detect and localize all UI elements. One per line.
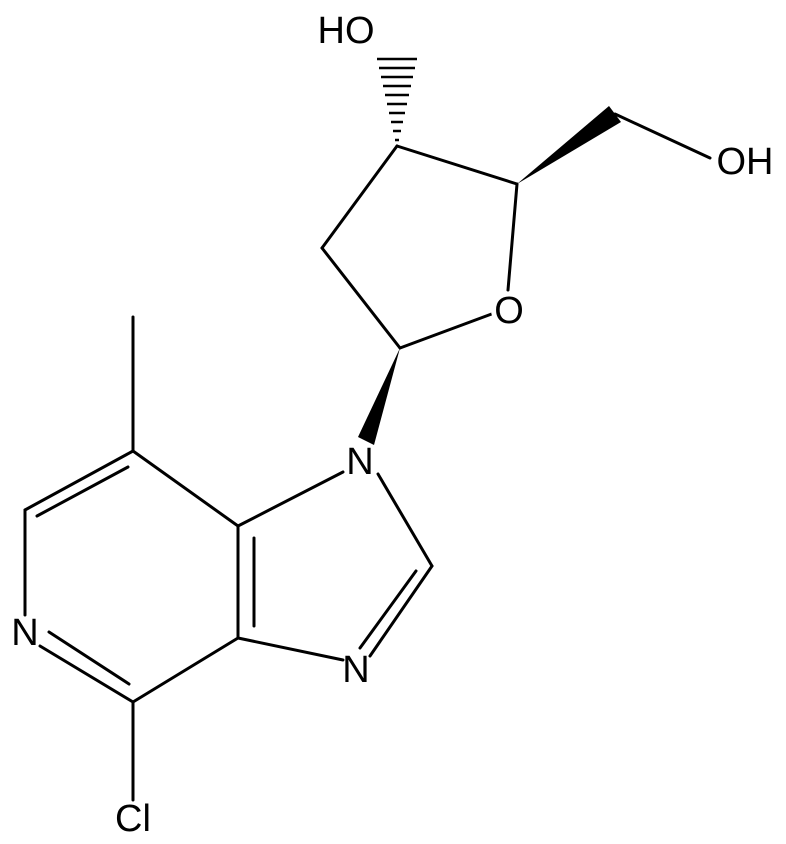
bond-ch2-oh	[613, 112, 712, 160]
atom-label-pyridine-n: N	[11, 612, 38, 654]
solid-wedge-c4-ch2	[517, 106, 621, 184]
bond-c4-c3a	[131, 636, 240, 704]
bond-c7a-c7	[131, 449, 240, 528]
atom-label-cl: Cl	[115, 798, 151, 840]
ring-oxygen-bg	[491, 292, 527, 328]
bond-c2-c1	[320, 246, 402, 350]
bond-n1-c2	[376, 472, 434, 568]
atom-label-n3: N	[342, 649, 369, 691]
bond-c3-c2	[320, 144, 399, 250]
bond-c1-o4	[398, 310, 499, 350]
bond-n5-c4	[38, 644, 135, 704]
bond-c7-c6-double	[35, 465, 130, 518]
atom-label-ho: HO	[318, 10, 375, 52]
atom-label-n1: N	[346, 441, 373, 483]
atom-label-oh: OH	[717, 141, 774, 183]
bond-n5-c4-double	[47, 630, 131, 686]
bond-c7a-n1	[236, 470, 345, 528]
hashed-wedge-c3-oh	[377, 57, 417, 142]
bond-c7-c6	[23, 449, 135, 512]
solid-wedge-c1-n1	[358, 348, 400, 445]
atom-label-ring-oxygen: O	[494, 290, 524, 332]
bond-o4-c4	[506, 182, 519, 292]
bond-c4-c3	[395, 144, 519, 186]
bond-n3-c3a	[236, 636, 345, 662]
bond-c2-n3	[368, 564, 434, 658]
bond-c2-n3-double	[358, 569, 418, 650]
